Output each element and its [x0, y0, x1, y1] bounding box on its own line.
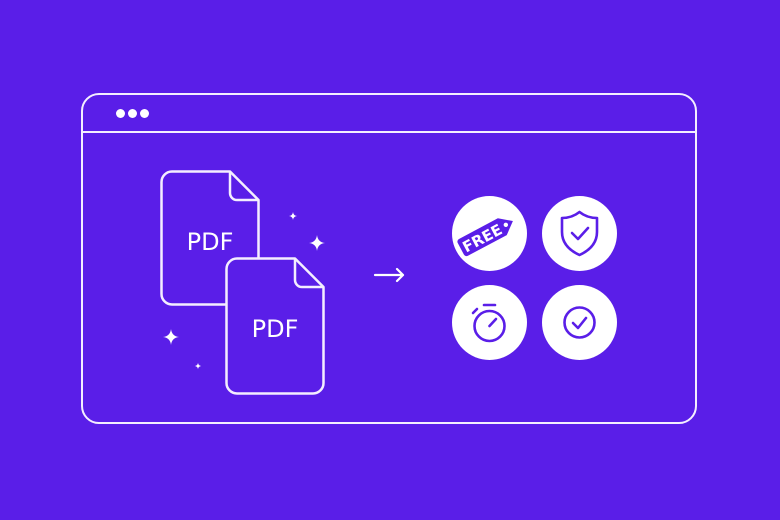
check-badge: [542, 285, 617, 360]
check-circle-icon: [563, 306, 596, 339]
pdf-label: PDF: [186, 228, 234, 256]
stopwatch-icon: [471, 303, 506, 343]
svg-text:FREE: FREE: [460, 220, 506, 256]
window-dot: [128, 109, 137, 118]
sparkle-icon: [194, 362, 202, 370]
window-dot: [140, 109, 149, 118]
document-icon: [225, 257, 325, 395]
shield-badge: [542, 196, 617, 271]
browser-window: [81, 93, 697, 424]
free-tag-icon: FREE: [457, 218, 513, 256]
sparkle-icon: [163, 329, 179, 345]
window-titlebar: [83, 95, 695, 133]
free-badge: FREE: [452, 196, 527, 271]
sparkle-icon: [289, 212, 297, 220]
shield-check-icon: [560, 210, 599, 257]
window-dot: [116, 109, 125, 118]
stopwatch-badge: [452, 285, 527, 360]
pdf-label: PDF: [251, 315, 299, 343]
right-arrow-icon: [373, 267, 405, 283]
pdf-document-front: PDF: [225, 257, 325, 395]
sparkle-icon: [309, 235, 325, 251]
